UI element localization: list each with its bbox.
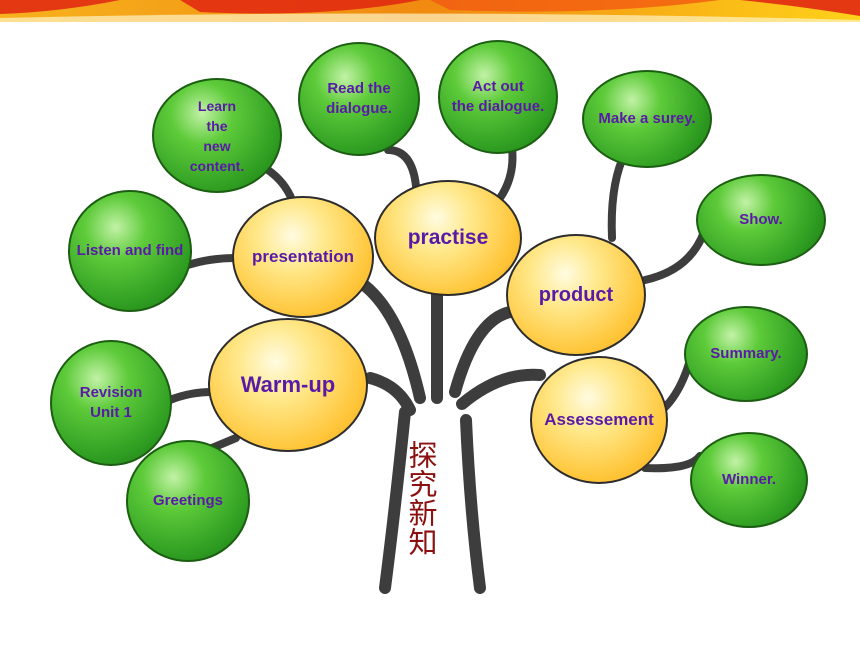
twig-listen	[184, 254, 240, 269]
twig-act	[496, 144, 517, 202]
twig-read	[384, 146, 420, 190]
node-read-dialogue: Read the dialogue.	[298, 42, 420, 156]
stage-presentation-label: presentation	[251, 247, 355, 266]
stage-warm-up: Warm-up	[208, 318, 368, 452]
node-greetings-label: Greetings	[152, 492, 224, 509]
node-winner-label: Winner.	[721, 471, 777, 488]
stage-warm-up-label: Warm-up	[240, 372, 336, 397]
branch-assessement	[456, 368, 546, 410]
node-show-label: Show.	[739, 211, 783, 228]
node-listen-and-find-label: Listen and find	[76, 242, 184, 259]
stage-assessement: Assessement	[530, 356, 668, 484]
stage-presentation: presentation	[232, 196, 374, 318]
twig-revision	[166, 388, 216, 404]
stage-practise-label: practise	[407, 226, 489, 249]
branch-presentation	[354, 276, 426, 404]
node-listen-and-find: Listen and find	[68, 190, 192, 312]
node-act-out-dialogue: Act out the dialogue.	[438, 40, 558, 154]
node-revision-unit1: Revision Unit 1	[50, 340, 172, 466]
node-read-dialogue-label: Read the dialogue.	[326, 80, 392, 117]
branch-product	[449, 306, 516, 398]
node-summary-label: Summary.	[710, 345, 782, 362]
node-winner: Winner.	[690, 432, 808, 528]
node-act-out-dialogue-label: Act out the dialogue.	[451, 78, 545, 115]
twig-learn	[264, 166, 296, 204]
node-greetings: Greetings	[126, 440, 250, 562]
node-summary: Summary.	[684, 306, 808, 402]
twig-show	[641, 228, 708, 284]
center-vertical-title: 探究新知	[404, 440, 438, 556]
node-revision-unit1-label: Revision Unit 1	[79, 384, 143, 421]
trunk-left	[379, 406, 411, 594]
node-make-survey-label: Make a surey.	[598, 110, 696, 127]
node-make-survey: Make a surey.	[582, 70, 712, 168]
stage-product-label: product	[538, 283, 614, 306]
top-banner	[0, 0, 860, 22]
node-show: Show.	[696, 174, 826, 266]
stage-assessement-label: Assessement	[544, 410, 654, 429]
branch-warmup	[364, 372, 416, 416]
stage-practise: practise	[374, 180, 522, 296]
node-learn-new-content: Learn the new content.	[152, 78, 282, 193]
twig-survey	[607, 156, 626, 242]
trunk-right	[460, 414, 486, 594]
node-learn-new-content-label: Learn the new content.	[189, 97, 245, 174]
stage-product: product	[506, 234, 646, 356]
